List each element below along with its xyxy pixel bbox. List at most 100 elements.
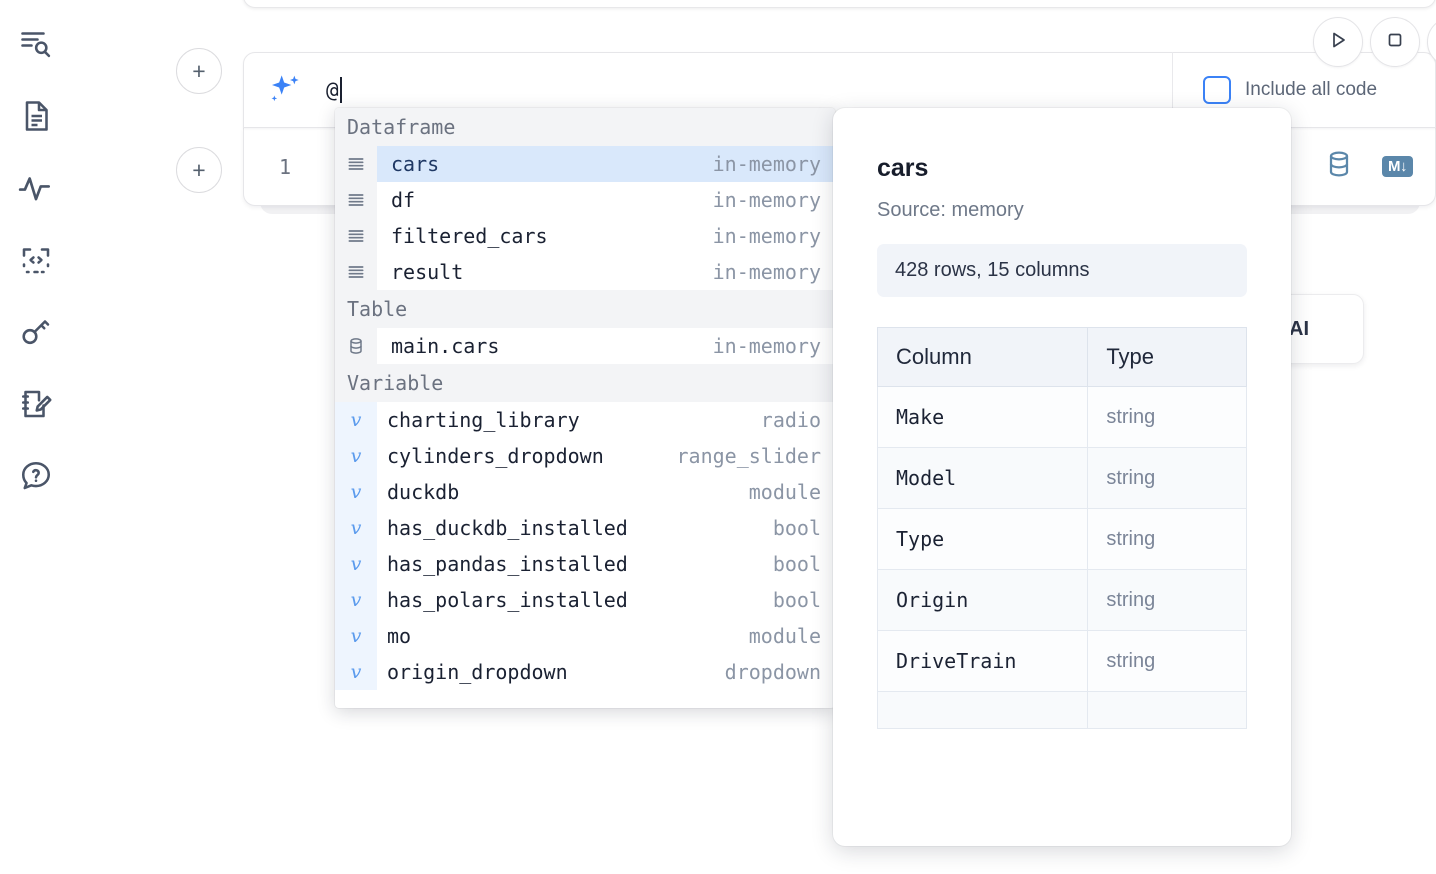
autocomplete-item-meta: bool — [772, 552, 821, 576]
autocomplete-section-header: Table — [335, 290, 835, 328]
include-all-code-checkbox[interactable] — [1203, 76, 1231, 104]
schema-column-type: string — [1087, 386, 1247, 448]
schema-column-type: string — [1087, 447, 1247, 509]
autocomplete-item-meta: module — [748, 480, 821, 504]
schema-column-name: Type — [876, 508, 1089, 570]
autocomplete-item-name: charting_library — [387, 408, 580, 432]
previous-cell-card — [243, 0, 1436, 8]
markdown-badge[interactable]: M↓ — [1382, 156, 1413, 177]
include-all-code-area: Include all code — [1172, 52, 1436, 128]
sidebar-item-activity[interactable] — [10, 162, 62, 214]
autocomplete-item[interactable]: v has_pandas_installed bool — [335, 546, 835, 582]
text-caret — [339, 77, 342, 103]
sidebar-item-documentation[interactable] — [10, 90, 62, 142]
schema-column-type: string — [1087, 569, 1247, 631]
autocomplete-item-meta: radio — [760, 408, 821, 432]
autocomplete-item-meta: in-memory — [712, 188, 821, 212]
autocomplete-item[interactable]: filtered_cars in-memory — [335, 218, 835, 254]
line-number: 1 — [278, 154, 292, 179]
dataframe-rows-icon — [335, 218, 377, 254]
document-icon — [18, 98, 54, 134]
schema-column-type: string — [1087, 508, 1247, 570]
activity-pulse-icon — [17, 169, 55, 207]
sidebar-item-secrets[interactable] — [10, 306, 62, 358]
run-button[interactable] — [1313, 17, 1363, 67]
stop-square-icon — [1383, 28, 1407, 57]
autocomplete-item-meta: bool — [772, 516, 821, 540]
preview-shape: 428 rows, 15 columns — [877, 244, 1247, 297]
stop-button[interactable] — [1370, 17, 1420, 67]
help-chat-icon — [18, 458, 54, 494]
ai-sparkle-icon — [244, 70, 326, 110]
preview-source: Source: memory — [877, 199, 1024, 221]
ai-prompt-input[interactable]: @ — [326, 53, 1435, 127]
variable-icon: v — [335, 546, 377, 582]
autocomplete-item-meta: bool — [772, 588, 821, 612]
autocomplete-item-meta: in-memory — [712, 260, 821, 284]
ai-prompt-value: @ — [326, 78, 339, 102]
schema-column-type — [1087, 691, 1247, 729]
left-icon-rail — [0, 0, 72, 874]
sidebar-item-snippets[interactable] — [10, 234, 62, 286]
dataframe-rows-icon — [335, 254, 377, 290]
table-header-row: Column Type — [876, 327, 1247, 387]
autocomplete-item-name: origin_dropdown — [387, 660, 568, 684]
scratchpad-edit-icon — [18, 386, 54, 422]
variable-icon: v — [335, 510, 377, 546]
key-icon — [18, 314, 54, 350]
autocomplete-item-name: df — [391, 188, 416, 212]
dataframe-rows-icon — [335, 182, 377, 218]
autocomplete-item-name: has_duckdb_installed — [387, 516, 628, 540]
autocomplete-item-meta: in-memory — [712, 334, 821, 358]
add-cell-button-bottom[interactable]: + — [176, 147, 222, 193]
autocomplete-item-name: filtered_cars — [391, 224, 548, 248]
autocomplete-item-name: duckdb — [387, 480, 460, 504]
autocomplete-item[interactable]: result in-memory — [335, 254, 835, 290]
sidebar-item-scratchpad[interactable] — [10, 378, 62, 430]
autocomplete-item-name: cars — [377, 146, 713, 182]
autocomplete-item[interactable]: v cylinders_dropdown range_slider — [335, 438, 835, 474]
autocomplete-item-name: has_pandas_installed — [387, 552, 628, 576]
autocomplete-item[interactable]: main.cars in-memory — [335, 328, 835, 364]
autocomplete-item-meta: range_slider — [676, 444, 822, 468]
schema-column-name — [876, 691, 1089, 729]
sidebar-item-help[interactable] — [10, 450, 62, 502]
schema-column-name: DriveTrain — [876, 630, 1089, 692]
autocomplete-item-meta: in-memory — [712, 224, 821, 248]
sidebar-item-outline[interactable] — [10, 18, 62, 70]
table-row — [876, 691, 1247, 729]
autocomplete-item-name: result — [391, 260, 464, 284]
autocomplete-item-name: main.cars — [391, 334, 500, 358]
schema-column-name: Model — [876, 447, 1089, 509]
autocomplete-item-name: cylinders_dropdown — [387, 444, 604, 468]
autocomplete-item-name: has_polars_installed — [387, 588, 628, 612]
dataframe-rows-icon — [335, 146, 377, 182]
variable-icon: v — [335, 438, 377, 474]
dataframe-preview-panel: cars Source: memory 428 rows, 15 columns… — [833, 108, 1291, 846]
snippets-code-icon — [18, 242, 54, 278]
schema-column-type: string — [1087, 630, 1247, 692]
database-icon[interactable] — [1324, 149, 1354, 184]
autocomplete-section-header: Variable — [335, 364, 835, 402]
variable-icon: v — [335, 618, 377, 654]
code-cell-actions: M↓ — [1324, 128, 1413, 205]
autocomplete-item[interactable]: v has_duckdb_installed bool — [335, 510, 835, 546]
autocomplete-item[interactable]: df in-memory — [335, 182, 835, 218]
add-cell-button-top[interactable]: + — [176, 48, 222, 94]
database-icon — [335, 328, 377, 364]
autocomplete-item-meta: dropdown — [724, 660, 821, 684]
include-all-code-label: Include all code — [1245, 79, 1378, 100]
column-header-type: Type — [1087, 327, 1247, 387]
